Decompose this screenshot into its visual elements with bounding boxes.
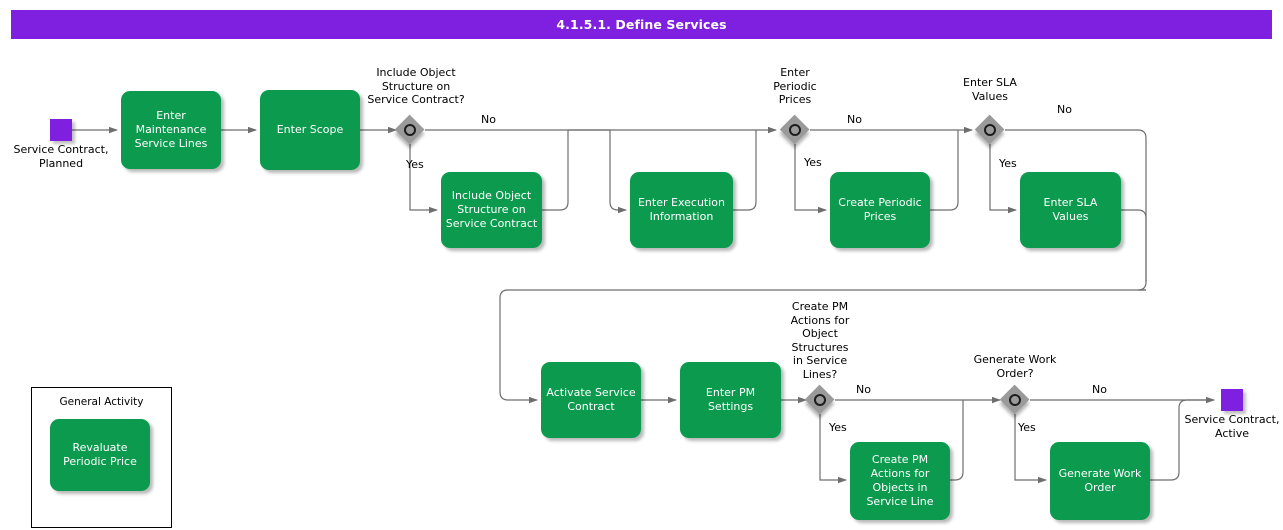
- gateway-label-create-pm-actions: Create PM Actions for Object Structures …: [790, 300, 850, 381]
- edge-label-yes-2: Yes: [804, 156, 822, 169]
- edge-label-no-2: No: [847, 113, 862, 126]
- task-include-object-structure-on-service-contract[interactable]: Include Object Structure on Service Cont…: [441, 172, 542, 248]
- task-create-periodic-prices[interactable]: Create Periodic Prices: [830, 172, 930, 248]
- task-activate-service-contract[interactable]: Activate Service Contract: [541, 362, 641, 438]
- gateway-enter-periodic-prices[interactable]: [780, 115, 810, 145]
- edge-label-yes-1: Yes: [406, 158, 424, 171]
- gateway-inclusive-ring-icon: [814, 394, 826, 406]
- legend-sample-activity: Revaluate Periodic Price: [50, 419, 150, 491]
- task-enter-sla-values[interactable]: Enter SLA Values: [1020, 172, 1121, 248]
- legend-panel: General Activity Revaluate Periodic Pric…: [31, 387, 172, 528]
- gateway-generate-work-order[interactable]: [1000, 385, 1030, 415]
- task-label: Enter PM Settings: [705, 386, 756, 413]
- start-event[interactable]: [50, 119, 72, 141]
- gateway-label-enter-sla-values: Enter SLA Values: [963, 76, 1017, 103]
- task-label: Create Periodic Prices: [838, 196, 922, 223]
- task-enter-scope[interactable]: Enter Scope: [260, 90, 360, 170]
- gateway-label-enter-periodic-prices: Enter Periodic Prices: [773, 66, 817, 106]
- gateway-enter-sla-values[interactable]: [975, 115, 1005, 145]
- legend-sample-label: Revaluate Periodic Price: [63, 441, 137, 468]
- edge-label-no-1: No: [481, 113, 496, 126]
- edge-label-yes-4: Yes: [829, 421, 847, 434]
- start-event-label: Service Contract, Planned: [13, 143, 109, 170]
- gateway-inclusive-ring-icon: [1009, 394, 1021, 406]
- gateway-inclusive-ring-icon: [984, 124, 996, 136]
- task-label: Create PM Actions for Objects in Service…: [866, 453, 934, 508]
- task-label: Enter Execution Information: [637, 196, 725, 223]
- end-event-label: Service Contract, Active: [1184, 413, 1280, 440]
- edge-label-no-5: No: [1092, 383, 1107, 396]
- task-generate-work-order[interactable]: Generate Work Order: [1050, 442, 1150, 520]
- gateway-label-generate-work-order: Generate Work Order?: [973, 353, 1057, 380]
- task-enter-maintenance-service-lines[interactable]: Enter Maintenance Service Lines: [121, 91, 221, 169]
- legend-title: General Activity: [59, 396, 144, 408]
- gateway-create-pm-actions[interactable]: [805, 385, 835, 415]
- edge-label-no-4: No: [856, 383, 871, 396]
- task-enter-pm-settings[interactable]: Enter PM Settings: [680, 362, 781, 438]
- edge-label-yes-5: Yes: [1018, 421, 1036, 434]
- task-create-pm-actions-for-objects-in-service-line[interactable]: Create PM Actions for Objects in Service…: [850, 442, 950, 520]
- gateway-inclusive-ring-icon: [404, 124, 416, 136]
- edge-label-no-3: No: [1057, 103, 1072, 116]
- task-label: Include Object Structure on Service Cont…: [445, 189, 538, 230]
- page-title: 4.1.5.1. Define Services: [556, 17, 727, 32]
- task-label: Enter SLA Values: [1043, 196, 1098, 223]
- gateway-label-include-object-structure: Include Object Structure on Service Cont…: [367, 66, 465, 106]
- gateway-include-object-structure[interactable]: [395, 115, 425, 145]
- task-label: Generate Work Order: [1058, 467, 1142, 494]
- page-title-bar: 4.1.5.1. Define Services: [11, 10, 1272, 39]
- task-label: Activate Service Contract: [546, 386, 636, 413]
- task-enter-execution-information[interactable]: Enter Execution Information: [630, 172, 733, 248]
- end-event[interactable]: [1221, 389, 1243, 411]
- task-label: Enter Scope: [276, 123, 344, 136]
- edge-label-yes-3: Yes: [999, 157, 1017, 170]
- gateway-inclusive-ring-icon: [789, 124, 801, 136]
- task-label: Enter Maintenance Service Lines: [134, 109, 208, 150]
